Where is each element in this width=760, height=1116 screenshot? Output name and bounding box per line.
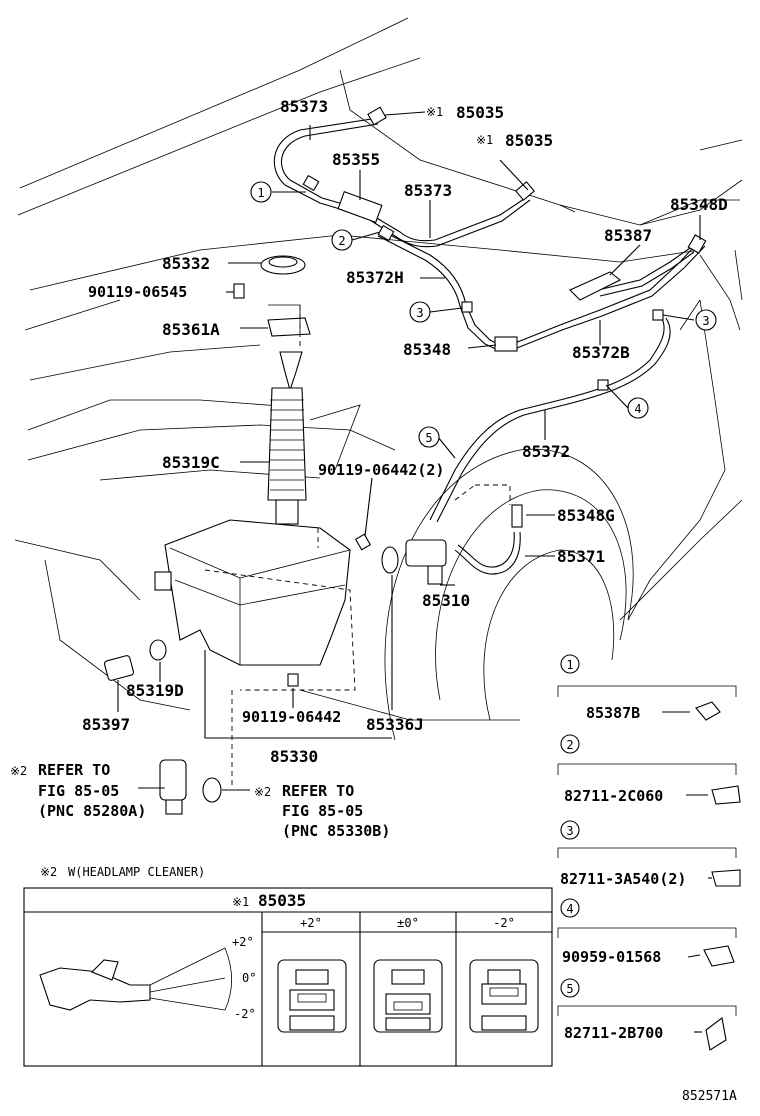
label-90119-06545: 90119-06545 <box>88 283 187 301</box>
ref-left-line2: FIG 85-05 <box>38 782 119 800</box>
leader-lines <box>117 111 712 1033</box>
figure-id: 852571A <box>682 1089 737 1104</box>
angle-minus2: -2° <box>234 1007 256 1021</box>
ref-right-line3: (PNC 85330B) <box>282 822 390 840</box>
label-90119-06442-2: 90119-06442(2) <box>318 461 444 479</box>
label-85372: 85372 <box>522 442 570 461</box>
callout-4: 4 <box>634 402 641 416</box>
mark-note1-a: ※1 <box>426 105 443 119</box>
legend-1-part: 85387B <box>586 704 640 722</box>
legend-5-part: 82711-2B700 <box>564 1024 663 1042</box>
table-col-zero: ±0° <box>397 916 419 930</box>
vehicle-body-outline <box>14 17 743 741</box>
footnote-text: W(HEADLAMP CLEANER) <box>68 865 205 879</box>
legend-3-part: 82711-3A540(2) <box>560 870 686 888</box>
ref-right-line1: REFER TO <box>282 782 354 800</box>
mark-note2-footnote: ※2 <box>40 865 57 879</box>
label-85397: 85397 <box>82 715 130 734</box>
part-labels: 85373 ※1 85035 ※1 85035 85355 85373 8534… <box>82 97 728 766</box>
mark-note1-b: ※1 <box>476 133 493 147</box>
label-85373-top: 85373 <box>280 97 328 116</box>
angle-zero: 0° <box>242 971 256 985</box>
callout-3-left: 3 <box>416 306 423 320</box>
label-85319D: 85319D <box>126 681 184 700</box>
label-90119-06442: 90119-06442 <box>242 708 341 726</box>
label-85348: 85348 <box>403 340 451 359</box>
mark-note2-left: ※2 <box>10 764 27 778</box>
nozzle-view-zero <box>373 959 443 1033</box>
ref-right-line2: FIG 85-05 <box>282 802 363 820</box>
label-85332: 85332 <box>162 254 210 273</box>
table-col-plus2: +2° <box>300 916 322 930</box>
ref-left-line1: REFER TO <box>38 761 110 779</box>
table-title-mark: ※1 <box>232 895 249 909</box>
label-85035-a: 85035 <box>456 103 504 122</box>
nozzle-view-minus2 <box>469 959 539 1033</box>
legend-5-num: 5 <box>566 982 573 996</box>
legend-4-part: 90959-01568 <box>562 948 661 966</box>
label-85372B: 85372B <box>572 343 630 362</box>
ref-left-line3: (PNC 85280A) <box>38 802 146 820</box>
clip-legend: 1 85387B 2 82711-2C060 3 82711-3A540(2) … <box>557 654 737 1042</box>
legend-2-part: 82711-2C060 <box>564 787 663 805</box>
label-85330: 85330 <box>270 747 318 766</box>
label-85373-mid: 85373 <box>404 181 452 200</box>
label-85355: 85355 <box>332 150 380 169</box>
angle-plus2: +2° <box>232 935 254 949</box>
table-col-minus2: -2° <box>493 916 515 930</box>
table-title: 85035 <box>258 891 306 910</box>
label-85372H: 85372H <box>346 268 404 287</box>
legend-3-num: 3 <box>566 824 573 838</box>
nozzle-spray-illustration <box>39 947 233 1011</box>
reference-notes: ※2 REFER TO FIG 85-05 (PNC 85280A) ※2 RE… <box>10 761 390 840</box>
footnote: ※2 W(HEADLAMP CLEANER) <box>40 865 205 879</box>
nozzle-view-plus2 <box>277 959 347 1033</box>
label-85348G: 85348G <box>557 506 615 525</box>
callout-3-right: 3 <box>702 314 709 328</box>
legend-1-num: 1 <box>566 658 573 672</box>
callout-circles: 1 2 3 3 4 5 <box>250 181 717 448</box>
nozzle-angle-table: ※1 85035 +2° ±0° -2° +2° 0° -2° <box>23 887 553 1067</box>
label-85319C: 85319C <box>162 453 220 472</box>
label-85336J: 85336J <box>366 715 424 734</box>
mark-note2-right: ※2 <box>254 785 271 799</box>
callout-2: 2 <box>338 234 345 248</box>
label-85371: 85371 <box>557 547 605 566</box>
callout-1: 1 <box>257 186 264 200</box>
label-85387: 85387 <box>604 226 652 245</box>
legend-2-num: 2 <box>566 738 573 752</box>
label-85035-b: 85035 <box>505 131 553 150</box>
legend-4-num: 4 <box>566 902 573 916</box>
small-parts <box>103 106 741 1051</box>
label-85310: 85310 <box>422 591 470 610</box>
callout-5: 5 <box>425 431 432 445</box>
label-85361A: 85361A <box>162 320 220 339</box>
label-85348D: 85348D <box>670 195 728 214</box>
washer-hoses <box>273 117 706 575</box>
